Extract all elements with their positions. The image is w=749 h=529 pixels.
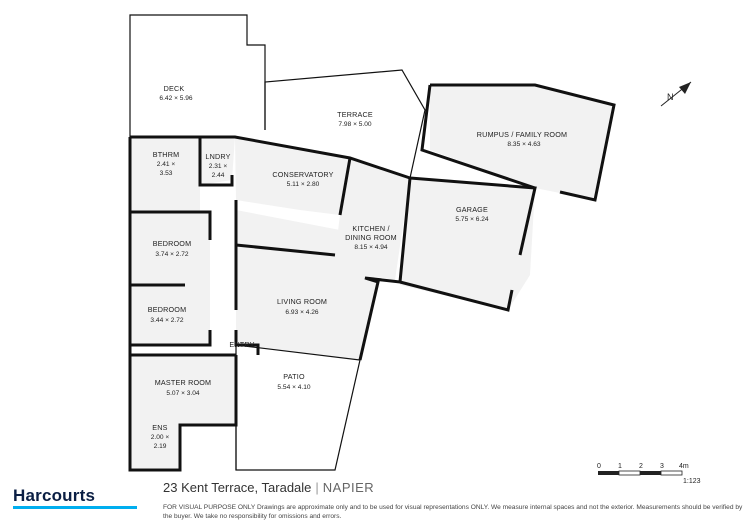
bedroom2-dims: 3.44 × 2.72 — [150, 317, 184, 324]
ens-dims: 2.00 × — [151, 434, 170, 441]
scale-bar: 0 1 2 3 4m 1:123 — [597, 463, 701, 485]
scale-tick-1: 1 — [618, 463, 622, 470]
living-label: LIVING ROOM — [277, 297, 327, 306]
kitchen-label: KITCHEN / — [352, 224, 389, 233]
room-labels: DECK 6.42 × 5.96 TERRACE 7.98 × 5.00 RUM… — [148, 84, 567, 450]
footer-address: 23 Kent Terrace, Taradale|NAPIER — [163, 480, 374, 495]
city-text: NAPIER — [322, 480, 375, 495]
bedroom1-dims: 3.74 × 2.72 — [155, 251, 189, 258]
patio-label: PATIO — [283, 372, 305, 381]
scale-ratio: 1:123 — [683, 478, 701, 485]
garage-label: GARAGE — [456, 205, 488, 214]
terrace-dims: 7.98 × 5.00 — [338, 121, 372, 128]
master-dims: 5.07 × 3.04 — [166, 390, 200, 397]
terrace-label: TERRACE — [337, 110, 373, 119]
living-dims: 6.93 × 4.26 — [285, 309, 319, 316]
lndry-dims: 2.31 × — [209, 163, 228, 170]
address-separator: | — [315, 480, 319, 495]
brand-underline — [13, 506, 137, 509]
deck-label: DECK — [164, 84, 185, 93]
outdoor-outlines — [129, 14, 426, 471]
patio-dims: 5.54 × 4.10 — [277, 384, 311, 391]
master-label: MASTER ROOM — [155, 378, 212, 387]
garage-dims: 5.75 × 6.24 — [455, 216, 489, 223]
bthrm-dims-2: 3.53 — [160, 170, 173, 177]
address-text: 23 Kent Terrace, Taradale — [163, 480, 312, 495]
scale-tick-2: 2 — [639, 463, 643, 470]
rumpus-dims: 8.35 × 4.63 — [507, 141, 541, 148]
kitchen-dims: 8.15 × 4.94 — [354, 244, 388, 251]
house-walls — [128, 83, 616, 472]
scale-tick-3: 3 — [660, 463, 664, 470]
deck-dims: 6.42 × 5.96 — [159, 95, 193, 102]
room-fills — [130, 85, 614, 468]
rumpus-label: RUMPUS / FAMILY ROOM — [477, 130, 567, 139]
entry-label: ENTRY — [229, 340, 254, 349]
bedroom2-label: BEDROOM — [148, 305, 187, 314]
scale-tick-4: 4m — [679, 463, 689, 470]
conservatory-dims: 5.11 × 2.80 — [287, 181, 320, 188]
ens-dims-2: 2.19 — [154, 443, 167, 450]
scale-tick-0: 0 — [597, 463, 601, 470]
lndry-label: LNDRY — [205, 152, 230, 161]
bedroom1-label: BEDROOM — [153, 239, 192, 248]
kitchen-label-2: DINING ROOM — [345, 233, 397, 242]
conservatory-label: CONSERVATORY — [272, 170, 333, 179]
ens-label: ENS — [152, 423, 167, 432]
bthrm-dims: 2.41 × — [157, 161, 176, 168]
bthrm-label: BTHRM — [153, 150, 180, 159]
brand-logo: Harcourts — [13, 486, 96, 505]
lndry-dims-2: 2.44 — [212, 172, 225, 179]
north-label: N — [667, 92, 674, 102]
north-arrow-icon: N — [660, 81, 692, 107]
disclaimer-text: FOR VISUAL PURPOSE ONLY Drawings are app… — [163, 504, 743, 520]
